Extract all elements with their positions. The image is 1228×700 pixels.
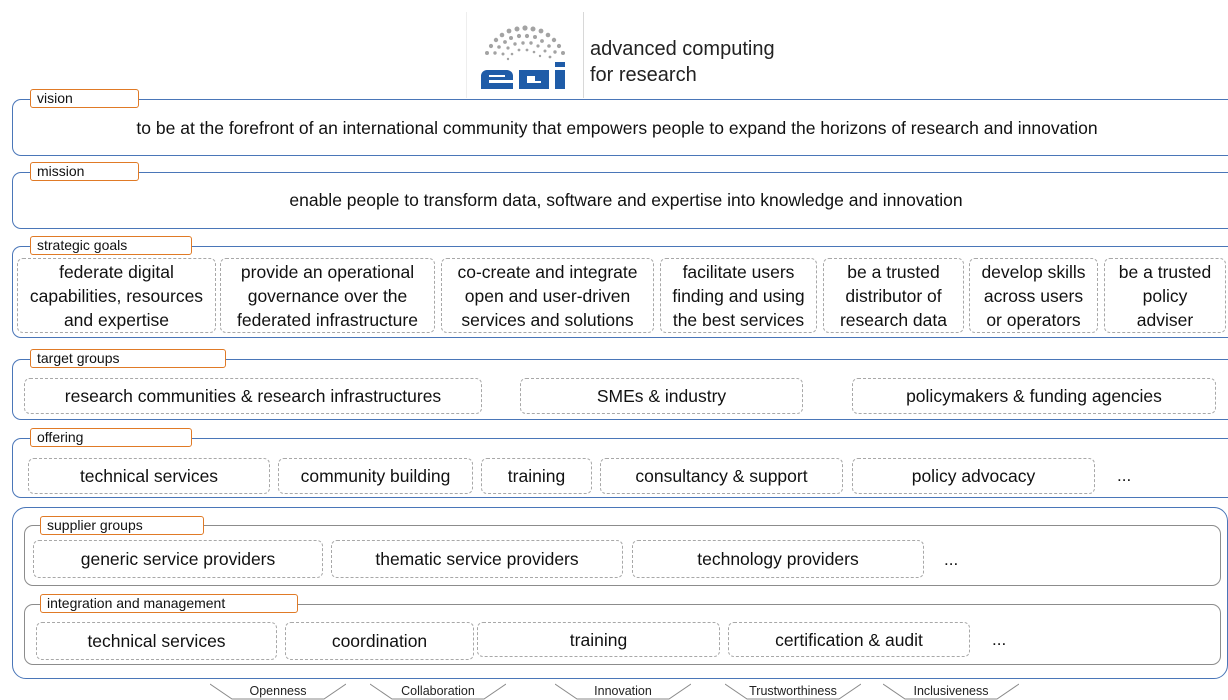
vision-tag: vision [30, 89, 139, 108]
goal-box: be a trusted distributor of research data [823, 258, 964, 333]
egi-logo-icon [481, 25, 565, 89]
target-groups-tag: target groups [30, 349, 226, 368]
trapezoid-shape [725, 683, 861, 700]
trapezoid-shape [370, 683, 506, 700]
goal-line: federated infrastructure [237, 309, 418, 330]
egi-logo [466, 12, 584, 98]
integration-panel [24, 604, 1221, 665]
integration-box: certification & audit [728, 622, 970, 657]
trapezoid-shape [210, 683, 346, 700]
goal-box: develop skills across users or operators [969, 258, 1098, 333]
goal-line: across users [983, 285, 1084, 306]
tagline-line2: for research [590, 64, 697, 86]
goal-line: provide an operational [240, 261, 415, 282]
tagline: advanced computing for research [590, 36, 775, 88]
target-group-box: SMEs & industry [520, 378, 803, 414]
target-groups-panel [12, 359, 1228, 420]
goal-line: facilitate users [682, 261, 795, 282]
value-label: Trustworthiness [725, 683, 861, 700]
target-group-box: research communities & research infrastr… [24, 378, 482, 414]
value-text: Trustworthiness [749, 684, 837, 698]
value-text: Inclusiveness [913, 684, 989, 698]
supplier-groups-tag: supplier groups [40, 516, 204, 535]
value-label: Collaboration [370, 683, 506, 700]
tagline-line1: advanced computing [590, 38, 775, 60]
mission-tag: mission [30, 162, 139, 181]
goal-box: facilitate users finding and using the bes… [660, 258, 817, 333]
vision-text: to be at the forefront of an internation… [136, 118, 1098, 138]
goal-line: co-create and integrate [457, 261, 638, 282]
goal-line: governance over the [247, 285, 408, 306]
goal-box: provide an operational governance over th… [220, 258, 435, 333]
trapezoid-shape [555, 683, 691, 700]
goal-line: research data [839, 309, 947, 330]
goal-box: be a trusted policy adviser [1104, 258, 1226, 333]
integration-more: ... [992, 630, 1007, 649]
goal-line: distributor of [845, 285, 942, 306]
offering-tag: offering [30, 428, 192, 447]
goal-line: the best services [672, 309, 805, 330]
mission-text: enable people to transform data, softwar… [289, 190, 963, 210]
supplier-box: generic service providers [33, 540, 323, 578]
offering-panel [12, 438, 1228, 498]
supplier-box: thematic service providers [331, 540, 623, 578]
integration-box: coordination [285, 622, 474, 660]
supplier-groups-panel [24, 525, 1221, 586]
strategic-goals-tag: strategic goals [30, 236, 192, 255]
goal-line: develop skills [981, 261, 1086, 282]
goal-box: co-create and integrate open and user-dri… [441, 258, 654, 333]
goal-line: capabilities, resources [29, 285, 204, 306]
goal-line: adviser [1136, 309, 1194, 330]
goal-line: be a trusted [847, 261, 940, 282]
goal-line: be a trusted [1118, 261, 1212, 282]
offering-box: training [481, 458, 592, 494]
value-text: Collaboration [401, 684, 475, 698]
goal-line: open and user-driven [464, 285, 631, 306]
offering-box: community building [278, 458, 473, 494]
goal-box: federate digital capabilities, resources a… [17, 258, 216, 333]
goal-line: policy [1142, 285, 1188, 306]
vision-panel [12, 99, 1228, 156]
goal-line: and expertise [63, 309, 170, 330]
goal-line: federate digital [59, 261, 174, 282]
integration-box: training [477, 622, 720, 657]
offering-box: technical services [28, 458, 270, 494]
value-label: Openness [210, 683, 346, 700]
value-label: Innovation [555, 683, 691, 700]
goal-line: or operators [986, 309, 1081, 330]
trapezoid-shape [883, 683, 1019, 700]
offering-more: ... [1117, 466, 1132, 485]
mission-panel [12, 172, 1228, 229]
supplier-box: technology providers [632, 540, 924, 578]
goal-line: finding and using [672, 285, 805, 306]
offering-box: consultancy & support [600, 458, 843, 494]
goal-line: services and solutions [461, 309, 634, 330]
strategic-goals-panel [12, 246, 1228, 338]
target-group-box: policymakers & funding agencies [852, 378, 1216, 414]
value-text: Innovation [594, 684, 652, 698]
supplier-more: ... [944, 550, 959, 569]
offering-box: policy advocacy [852, 458, 1095, 494]
value-label: Inclusiveness [883, 683, 1019, 700]
integration-box: technical services [36, 622, 277, 660]
value-text: Openness [249, 684, 307, 698]
integration-tag: integration and management [40, 594, 298, 613]
